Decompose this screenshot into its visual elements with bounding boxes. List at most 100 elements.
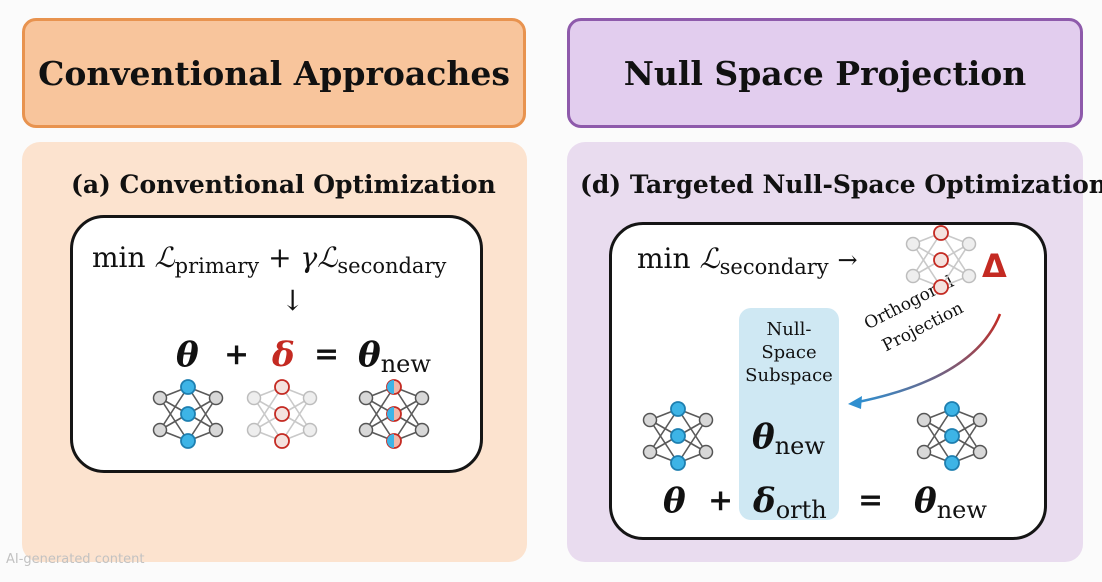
network-edge — [940, 243, 970, 288]
network-node — [152, 390, 168, 406]
loss-subscript-primary: primary — [174, 254, 260, 278]
subscript-new: new — [380, 350, 431, 378]
loss-symbol: ℒ — [699, 242, 720, 275]
network-node — [358, 422, 374, 438]
network-node — [698, 444, 714, 460]
network-node — [246, 422, 262, 438]
network-node — [274, 406, 290, 422]
network-node — [933, 252, 949, 268]
plus-sign: + — [268, 241, 292, 274]
theta-symbol: θ — [176, 335, 199, 375]
watermark-text: AI-generated content — [6, 552, 145, 567]
panel-title-conventional: (a) Conventional Optimization — [71, 170, 496, 199]
network-node — [944, 455, 960, 471]
loss-subscript-secondary: secondary — [719, 255, 829, 279]
network-edge — [187, 397, 217, 442]
theta-symbol: θ — [358, 335, 381, 375]
network-node — [972, 412, 988, 428]
loss-symbol: ℒ — [154, 241, 175, 274]
null-space-label-line-2: Space — [761, 342, 817, 363]
neural-network-icon — [152, 379, 224, 449]
network-edge — [253, 386, 283, 431]
network-node — [933, 279, 949, 295]
network-node — [961, 236, 977, 252]
subscript-orth: orth — [775, 496, 827, 524]
network-node — [670, 428, 686, 444]
arrow-down-icon: ↓ — [281, 284, 305, 317]
network-edge — [159, 397, 189, 442]
delta-large-symbol: Δ — [982, 247, 1007, 285]
theta-symbol: θ — [663, 481, 686, 521]
null-space-subspace-box — [739, 308, 839, 520]
subscript-new: new — [774, 432, 825, 460]
network-node-half — [387, 434, 394, 448]
network-node — [414, 422, 430, 438]
delta-symbol: δ — [753, 481, 776, 521]
network-edge — [677, 408, 707, 453]
theta-symbol: θ — [914, 481, 937, 521]
network-edge — [951, 419, 981, 464]
network-edge — [187, 386, 217, 431]
theta-new-in-subspace: θnew — [752, 420, 825, 458]
network-node — [180, 379, 196, 395]
min-operator: min — [92, 241, 146, 274]
network-node — [274, 379, 290, 395]
network-node — [972, 444, 988, 460]
loss-subscript-secondary: secondary — [337, 254, 447, 278]
network-node — [152, 422, 168, 438]
network-edge — [159, 386, 189, 431]
theta-new-symbol: θnew — [914, 484, 987, 522]
network-node — [905, 236, 921, 252]
network-edge — [253, 397, 283, 442]
equals-sign: = — [858, 483, 884, 518]
network-node — [208, 422, 224, 438]
network-node — [180, 406, 196, 422]
network-node — [916, 444, 932, 460]
network-node — [642, 444, 658, 460]
network-edge — [912, 232, 942, 277]
network-node — [670, 401, 686, 417]
network-node — [944, 401, 960, 417]
subscript-new: new — [936, 496, 987, 524]
plus-sign: + — [708, 483, 734, 518]
delta-orth-symbol: δorth — [753, 484, 827, 522]
header-title: Conventional Approaches — [38, 53, 510, 93]
panel-title-null-space: (d) Targeted Null-Space Optimization — [580, 170, 1102, 199]
network-node — [961, 268, 977, 284]
network-edge — [365, 397, 395, 442]
null-space-label: Null- Space Subspace — [739, 318, 839, 387]
network-edge — [940, 232, 970, 277]
formula-box-conventional — [70, 215, 483, 473]
network-node-half — [387, 380, 394, 394]
network-node — [274, 433, 290, 449]
network-node — [302, 390, 318, 406]
network-node — [208, 390, 224, 406]
network-edge — [649, 419, 679, 464]
plus-sign: + — [224, 337, 250, 372]
network-edge — [677, 419, 707, 464]
null-space-label-line-1: Null- — [766, 319, 812, 340]
network-edge — [281, 397, 311, 442]
network-node — [302, 422, 318, 438]
arrow-right-icon: → — [837, 246, 858, 274]
network-node — [414, 390, 430, 406]
network-edge — [912, 243, 942, 288]
equals-sign: = — [314, 337, 340, 372]
header-title: Null Space Projection — [623, 53, 1027, 93]
network-edge — [649, 408, 679, 453]
neural-network-icon — [642, 401, 714, 471]
objective-null-space: min ℒsecondary → — [637, 245, 858, 278]
gamma-symbol: γ — [300, 241, 318, 274]
neural-network-icon — [916, 401, 988, 471]
loss-symbol: ℒ — [317, 241, 338, 274]
header-conventional-approaches: Conventional Approaches — [22, 18, 526, 128]
delta-symbol: δ — [272, 335, 295, 375]
network-edge — [923, 419, 953, 464]
null-space-label-line-3: Subspace — [745, 365, 833, 386]
neural-network-icon — [246, 379, 318, 449]
objective-conventional: min ℒprimary + γℒsecondary — [92, 244, 446, 277]
network-edge — [393, 386, 423, 431]
network-edge — [393, 397, 423, 442]
network-edge — [365, 386, 395, 431]
